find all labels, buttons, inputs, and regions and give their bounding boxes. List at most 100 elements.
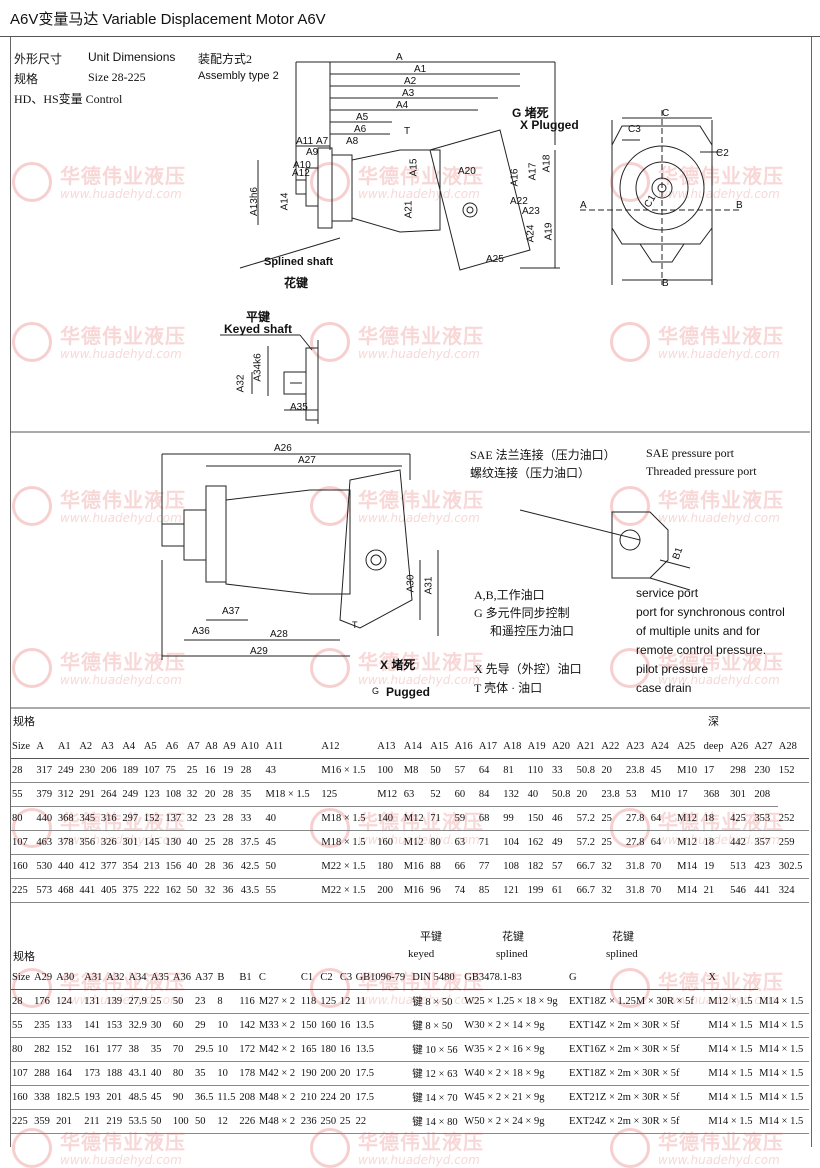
- table1-cell: M10: [676, 758, 703, 783]
- table2-cell: M33 × 2: [257, 1013, 300, 1038]
- table1-cell: 46: [550, 806, 576, 831]
- table1-cell: 55: [11, 782, 36, 807]
- table2-cell: M14 × 1.5: [758, 989, 809, 1014]
- table1-cell: 423: [753, 854, 778, 879]
- dim-A2: A2: [404, 76, 417, 87]
- table1-cell: 71: [429, 806, 454, 831]
- table2-cell: 20: [338, 1061, 355, 1086]
- table1-cell: 50: [185, 878, 204, 903]
- table1-header-cell: A13: [376, 735, 403, 759]
- watermark-logo-icon: [12, 1128, 52, 1168]
- table2-cell: 键 8 × 50: [411, 1013, 464, 1038]
- table1-cell: 45: [264, 830, 321, 855]
- dim-A6: A6: [354, 124, 367, 135]
- table1-cell: 377: [99, 854, 122, 879]
- dim-A28: A28: [270, 629, 288, 640]
- table1-cell: 28: [239, 758, 265, 783]
- shaft-end: [295, 179, 307, 195]
- table2-cell: 211: [83, 1109, 106, 1134]
- table2-cell: 20: [338, 1085, 355, 1110]
- table1-header-cell: A10: [239, 735, 265, 759]
- table1-header-cell: A16: [453, 735, 478, 759]
- table2-cell: M27 × 2: [257, 989, 300, 1014]
- table1-header-cell: A27: [753, 735, 778, 759]
- table2-cell: 193: [83, 1085, 106, 1110]
- table2-cell: 172: [238, 1037, 258, 1062]
- dim-A1: A1: [414, 64, 427, 75]
- technical-drawing: [10, 61, 810, 709]
- table1-cell: 530: [35, 854, 57, 879]
- table2-header-cell: C1: [299, 966, 320, 990]
- table2-header-cell: A32: [105, 966, 128, 990]
- table1-cell: 375: [121, 878, 143, 903]
- table1-cell: M12: [402, 806, 430, 831]
- dim-A25: A25: [486, 254, 504, 265]
- table2-header-cell: Size: [11, 966, 34, 990]
- table1-cell: 36: [221, 854, 240, 879]
- table1-cell: 50: [429, 758, 454, 783]
- table2-cell: M42 × 2: [257, 1037, 300, 1062]
- table1-cell: 107: [11, 830, 36, 855]
- table2-header-cell: A37: [194, 966, 217, 990]
- dim-A12: A12: [292, 168, 310, 179]
- table2-cell: 177: [105, 1037, 128, 1062]
- table1-cell: 25: [203, 830, 222, 855]
- table1-cell: 368: [702, 782, 730, 807]
- table1-cell: 412: [78, 854, 100, 879]
- label-T: T: [404, 126, 411, 137]
- table1-cell: 52: [429, 782, 454, 807]
- table1-cell: 208: [753, 782, 778, 807]
- table2-cell: M14 × 1.5: [758, 1013, 809, 1038]
- watermark-logo-icon: [310, 648, 350, 688]
- table2-cell: 16: [338, 1013, 355, 1038]
- table2-cell: 32.9: [127, 1013, 150, 1038]
- table1-cell: 31.8: [625, 878, 650, 903]
- unit-dim-cn: 外形尺寸: [14, 52, 63, 66]
- watermark-logo-icon: [610, 322, 650, 362]
- table1-cell: 180: [376, 854, 403, 879]
- table1-cell: 132: [502, 782, 527, 807]
- table1-cell: 37.5: [239, 830, 265, 855]
- table1-cell: 150: [526, 806, 551, 831]
- label-pugged: Pugged: [386, 685, 430, 699]
- table2-cell: 173: [83, 1061, 106, 1086]
- legend-en-4: remote control pressure.: [636, 643, 767, 657]
- table1-cell: 27.8: [625, 806, 650, 831]
- table1-cell: 573: [35, 878, 57, 903]
- table2-cell: 22: [354, 1109, 412, 1134]
- table2-header-cell: A30: [55, 966, 84, 990]
- dim-A35: A35: [290, 402, 308, 413]
- dim-A10: A10: [293, 160, 311, 171]
- table1-cell: M18 × 1.5: [264, 782, 321, 807]
- table1-cell: 50.8: [575, 758, 601, 783]
- table2-cell: 125: [319, 989, 339, 1014]
- table1-cell: 108: [502, 854, 527, 879]
- table1-cell: 17: [702, 758, 730, 783]
- dim-C: C: [662, 108, 670, 119]
- table1-cell: 440: [56, 854, 79, 879]
- table1-cell: 222: [142, 878, 165, 903]
- dim-A23: A23: [522, 206, 540, 217]
- dim-A14: A14: [279, 192, 291, 211]
- table1-cell: 32: [600, 854, 625, 879]
- table1-cell: 249: [56, 758, 79, 783]
- view-B: B: [736, 200, 743, 211]
- table1-header-cell: A28: [777, 735, 809, 759]
- table1-cell: 50.8: [550, 782, 576, 807]
- watermark-logo-icon: [12, 322, 52, 362]
- shaft-splined1-cn: 花键: [502, 931, 524, 943]
- table1-cell: 152: [777, 758, 809, 783]
- table1-cell: 441: [78, 878, 100, 903]
- motor-body-2: [225, 489, 351, 595]
- dim-A13h6: A13h6: [248, 187, 260, 216]
- view-A: A: [580, 200, 587, 211]
- table2-caption: 规格: [13, 951, 35, 963]
- table1-cell: 99: [502, 806, 527, 831]
- table1-cell: 368: [56, 806, 79, 831]
- table1-header-cell: A21: [575, 735, 601, 759]
